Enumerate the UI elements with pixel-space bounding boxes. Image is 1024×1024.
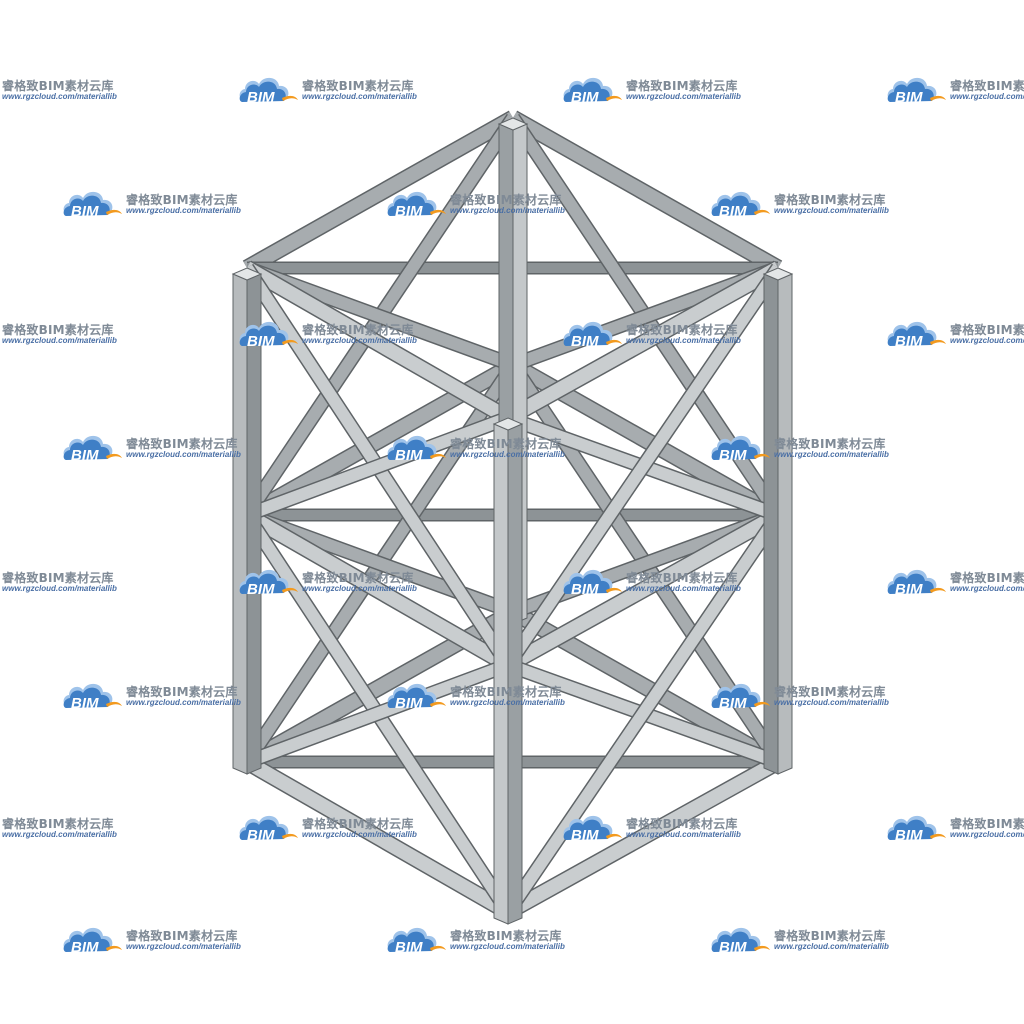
chord-cap (762, 267, 794, 281)
chord-cap (492, 417, 524, 431)
chord-cap (231, 267, 263, 281)
corner-chord-front-side (507, 423, 523, 925)
face-diagonal (503, 511, 783, 916)
face-diagonal (244, 412, 511, 521)
corner-chord-left-side (246, 273, 262, 775)
corner-chord-front (493, 423, 509, 925)
chord-cap (497, 117, 529, 131)
horizontal-member (243, 755, 512, 919)
horizontal-member (504, 755, 782, 919)
corner-chord-right (763, 273, 779, 775)
face-diagonal (244, 659, 511, 768)
truss-front-members (240, 260, 785, 920)
horizontal-member (509, 111, 782, 275)
horizontal-member (243, 508, 512, 672)
horizontal-member (243, 261, 512, 425)
horizontal-member (243, 111, 517, 275)
corner-chord-left (232, 273, 248, 775)
horizontal-member (504, 508, 782, 672)
truss-chords (231, 117, 794, 925)
corner-chord-right-side (777, 273, 793, 775)
horizontal-member (504, 261, 782, 425)
face-diagonal (503, 264, 783, 669)
